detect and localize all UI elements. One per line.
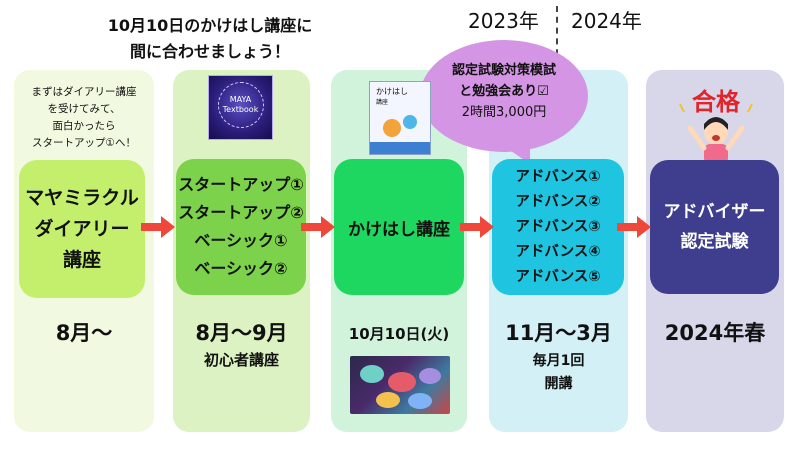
textbook-title-1: MAYA (229, 95, 252, 104)
kakehashi-book-image: かけはし 講座 (369, 81, 431, 155)
kakehashi-book-subtitle: 講座 (376, 99, 389, 106)
stage-box-startup: スタートアップ① スタートアップ② ベーシック① ベーシック② (176, 159, 306, 295)
stage-1-line-1: マヤミラクル (25, 186, 139, 209)
stage-1-line-2: ダイアリー (34, 217, 130, 240)
arrow-icon-4 (617, 216, 651, 238)
stage-3-line-1: かけはし講座 (348, 219, 450, 240)
pass-badge-image: 合格 (670, 88, 762, 170)
arrow-icon-2 (301, 216, 335, 238)
header-line-2: 間に合わせましょう！ (129, 42, 290, 61)
bubble-line-2: と勉強会あり☑ (459, 84, 549, 99)
kakehashi-book-title: かけはし (376, 87, 408, 96)
arrow-icon-1 (141, 216, 175, 238)
bubble-line-1: 認定試験対策模試 (451, 63, 556, 78)
year-label-2023: 2023年 (468, 9, 539, 33)
stage-4-line-1: アドバンス① (515, 168, 601, 185)
stage-box-advance: アドバンス① アドバンス② アドバンス③ アドバンス④ アドバンス⑤ (492, 159, 624, 295)
stage-3-date: 10月10日(火) (348, 325, 450, 343)
stage-1-date: 8月〜 (55, 321, 113, 345)
stage-4-line-5: アドバンス⑤ (515, 268, 601, 285)
maya-textbook-image: MAYA Textbook (208, 75, 273, 140)
balloon-illustration (370, 115, 430, 154)
stage-box-exam: アドバイザー 認定試験 (650, 160, 779, 294)
stage-box-kakehashi: かけはし講座 (334, 159, 464, 295)
stage-4-sub-1: 毎月1回 (532, 353, 585, 369)
stage-4-date: 11月〜3月 (505, 321, 612, 345)
intro-note: まずはダイアリー講座 を受けてみて、 面白かったら スタートアップ①へ！ (14, 84, 154, 152)
stage-2-line-1: スタートアップ① (178, 175, 304, 194)
note-line-4: スタートアップ①へ！ (32, 137, 136, 149)
year-divider (556, 6, 558, 66)
stage-2-line-4: ベーシック② (194, 259, 288, 278)
stone-shapes (360, 365, 441, 409)
cheering-person-icon (679, 103, 753, 164)
stage-2-line-2: スタートアップ② (178, 203, 304, 222)
stage-2-sub-1: 初心者講座 (203, 351, 279, 369)
textbook-title-2: Textbook (222, 105, 259, 114)
stage-5-line-1: アドバイザー (663, 202, 766, 222)
stage-1-line-3: 講座 (62, 248, 101, 271)
stage-2-line-3: ベーシック① (194, 231, 288, 250)
stage-4-line-2: アドバンス② (515, 193, 601, 210)
header-line-1: 10月10日のかけはし講座に (107, 16, 313, 35)
stage-2-date: 8月〜9月 (195, 321, 288, 345)
pass-badge-text: 合格 (692, 88, 740, 116)
year-label-2024: 2024年 (571, 9, 642, 33)
note-line-3: 面白かったら (52, 120, 116, 132)
speech-bubble (420, 40, 588, 164)
crystals-image (350, 356, 450, 414)
note-line-1: まずはダイアリー講座 (31, 86, 137, 98)
stage-4-line-3: アドバンス③ (515, 218, 601, 235)
bubble-text: 認定試験対策模試 と勉強会あり☑ 2時間3,000円 (420, 60, 588, 123)
bubble-line-3: 2時間3,000円 (461, 105, 547, 120)
stage-4-line-4: アドバンス④ (515, 243, 601, 260)
stage-4-sub-2: 開講 (544, 376, 573, 392)
stage-5-date: 2024年春 (664, 321, 766, 345)
note-line-2: を受けてみて、 (47, 103, 121, 115)
stage-box-diary: マヤミラクル ダイアリー 講座 (19, 160, 145, 298)
stage-5-line-2: 認定試験 (680, 232, 749, 252)
arrow-icon-3 (460, 216, 494, 238)
